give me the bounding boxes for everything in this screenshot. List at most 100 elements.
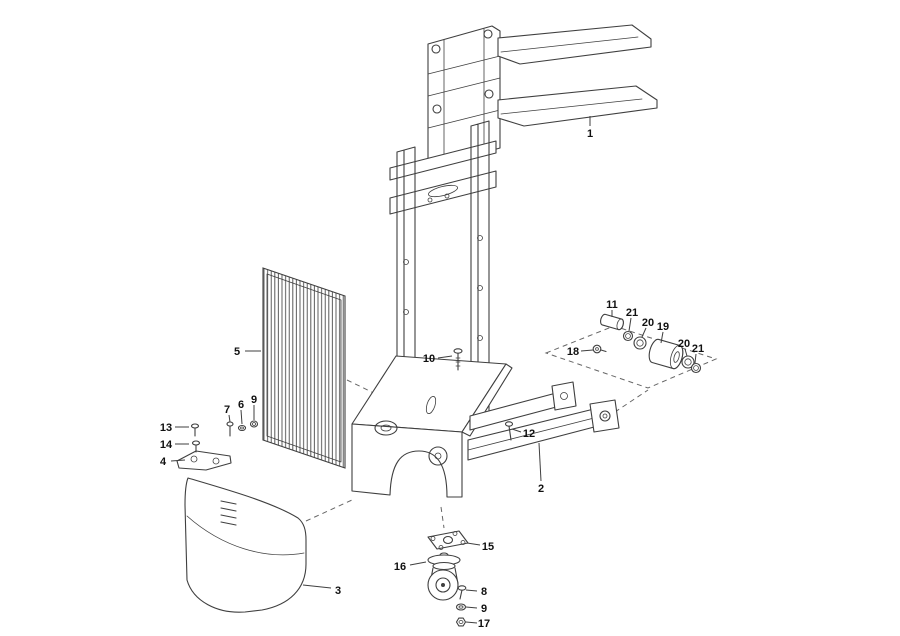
mast-assembly [389,120,497,446]
callout-leader-10 [437,355,453,359]
circlip-21-left [622,330,634,342]
grille-frame [266,273,342,463]
callout-leader-21 [628,317,632,332]
mast-crossbar-lower [389,170,497,215]
screw-threads [455,357,461,367]
callout-leader-9 [465,606,478,609]
callout-leader-8 [465,589,478,592]
rail-bolt [403,259,409,265]
rail-bolt [403,309,409,315]
caster-plate-15 [427,530,469,550]
callout-label-6: 6 [238,399,244,411]
mount-bracket-4 [176,450,232,471]
plate-hole [460,540,466,545]
plate-center-hole [442,535,454,545]
callout-label-20: 20 [642,317,654,329]
callout-label-16: 16 [394,561,406,573]
carriage-pin [432,104,442,114]
guide-arm-to-roller [614,389,649,413]
carriage-pin [483,29,493,39]
guide-caster-to-chassis [440,506,445,529]
callout-leader-20 [684,348,688,357]
bolt-18 [592,344,607,354]
nut [249,420,259,428]
carriage-rails [427,55,501,129]
fastener-13 [190,423,200,437]
front-hole-inner [434,452,442,460]
circlip-inner [693,365,699,371]
crossbar-bolt [444,193,450,199]
carriage-pin [431,44,441,54]
bearing [633,336,647,350]
pin-11 [600,313,624,331]
fastener-14 [191,440,201,453]
washer [455,603,467,611]
cover-vents [220,500,237,526]
nut [455,617,467,627]
screw-10 [453,348,463,371]
callout-label-13: 13 [160,422,172,434]
rail-bolt [477,335,483,341]
washer-6 [237,424,247,432]
callout-leader-16 [409,561,427,566]
washer-hole [458,605,464,609]
fork-upper-edge [500,36,639,53]
screw-head [226,421,234,427]
fork-lower-edge [500,98,643,115]
bearing-20-left [633,336,647,350]
deck-opening-inner [380,424,392,432]
circlip-21-right [690,362,702,374]
washer-hole [240,426,244,430]
callout-label-17: 17 [478,618,490,630]
fork-arm-front-edge [467,416,599,451]
callout-leader-12 [511,428,522,433]
nut-9-left [249,420,259,428]
nut-17 [455,617,467,627]
chassis-front-face [351,423,463,498]
callout-label-21: 21 [626,307,638,319]
callout-leader-6 [240,409,243,425]
screw-head [191,440,201,446]
circlip [690,362,702,374]
callout-label-18: 18 [567,346,579,358]
bolt-shank [459,589,463,600]
cover-contour [186,515,305,556]
callout-label-14: 14 [160,439,173,451]
pin-end [616,318,624,331]
callout-label-8: 8 [481,586,487,598]
callout-leader-17 [465,621,478,624]
wheel-hub [435,577,451,593]
roller-assembly [544,313,718,389]
callout-label-5: 5 [234,346,240,358]
rail-bolt [477,235,483,241]
bracket-plate [176,450,232,471]
mast-rail-right [470,120,490,425]
mast-crossbar-upper [389,140,497,181]
callout-label-15: 15 [482,541,494,553]
nut-hole [458,620,464,624]
callout-leader-2 [538,442,542,482]
callout-leader-19 [660,331,664,344]
washer [237,424,247,432]
cover-panel-3 [184,477,307,613]
carriage-pin [484,89,494,99]
rail-bolt [477,285,483,291]
bolt-head [592,344,602,354]
callout-label-3: 3 [335,585,341,597]
bracket-hole [560,392,568,400]
callout-label-10: 10 [423,353,435,365]
mast-rail-left [396,146,416,446]
bracket-hole [190,455,198,463]
callout-label-2: 2 [538,483,544,495]
crossbar-slot [428,184,458,198]
plate-hole [430,536,436,541]
screw-head [453,348,463,354]
wheel-axle [441,583,445,587]
bearing [681,355,695,369]
bolt-tip [600,349,607,353]
callout-label-7: 7 [224,404,230,416]
deck-slot [425,395,437,415]
bolt-8 [457,585,467,600]
